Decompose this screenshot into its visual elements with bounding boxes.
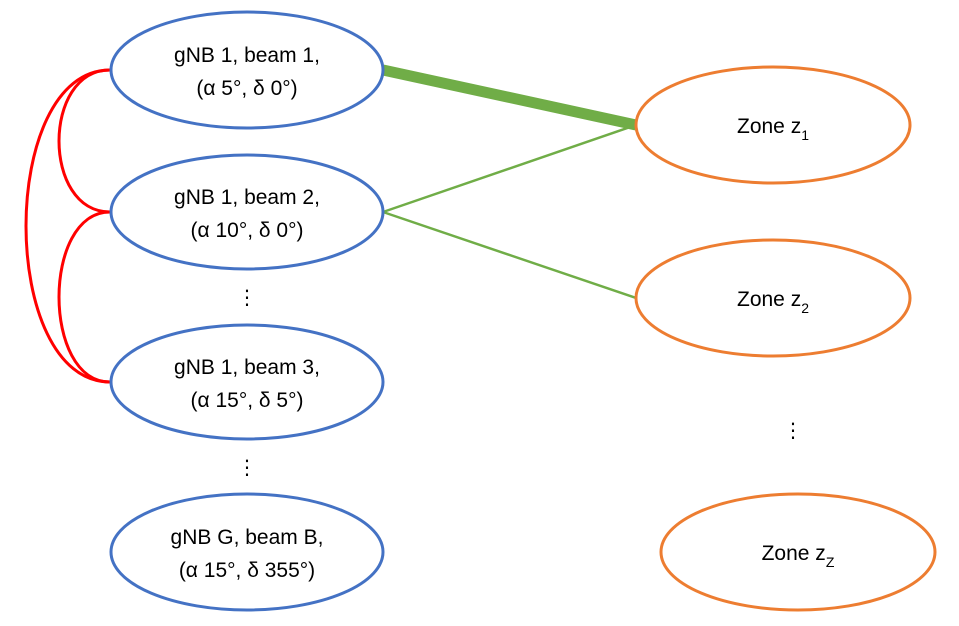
beam-node: gNB 1, beam 1, (α 5°, δ 0°) (109, 10, 385, 130)
beam2-beam3-link (57, 210, 111, 384)
zone-label: Zone z1 (737, 115, 809, 143)
beam1-beam2-link (57, 68, 111, 214)
ellipsis-beams-1: ⋮ (237, 285, 257, 309)
beam1-beam3-link (24, 68, 111, 384)
beam-label-line2: (α 5°, δ 0°) (196, 77, 297, 100)
beam-label-line1: gNB 1, beam 3, (174, 356, 320, 379)
beam-label-line2: (α 15°, δ 5°) (191, 389, 304, 412)
beam-label-line2: (α 15°, δ 355°) (179, 559, 315, 582)
beam-node: gNB 1, beam 2, (α 10°, δ 0°) (109, 153, 385, 271)
ellipsis-zones: ⋮ (783, 418, 803, 442)
zone-label: Zone z2 (737, 288, 809, 316)
beam-label-line1: gNB 1, beam 1, (174, 44, 320, 67)
zone-label: Zone zZ (762, 542, 835, 570)
beam2-zone1-link (382, 123, 637, 214)
zone-node: Zone z2 (634, 238, 912, 358)
beam-label-line1: gNB 1, beam 2, (174, 186, 320, 209)
beam-node: gNB G, beam B, (α 15°, δ 355°) (109, 492, 385, 612)
beam-label-line1: gNB G, beam B, (171, 526, 324, 549)
ellipsis-beams-2: ⋮ (237, 455, 257, 479)
beam-label-line2: (α 10°, δ 0°) (191, 219, 304, 242)
beam-node: gNB 1, beam 3, (α 15°, δ 5°) (109, 323, 385, 441)
zone-node: Zone zZ (659, 492, 937, 612)
zone-node: Zone z1 (634, 65, 912, 185)
beam1-zone1-link (381, 64, 638, 131)
beam2-zone2-link (382, 210, 637, 300)
